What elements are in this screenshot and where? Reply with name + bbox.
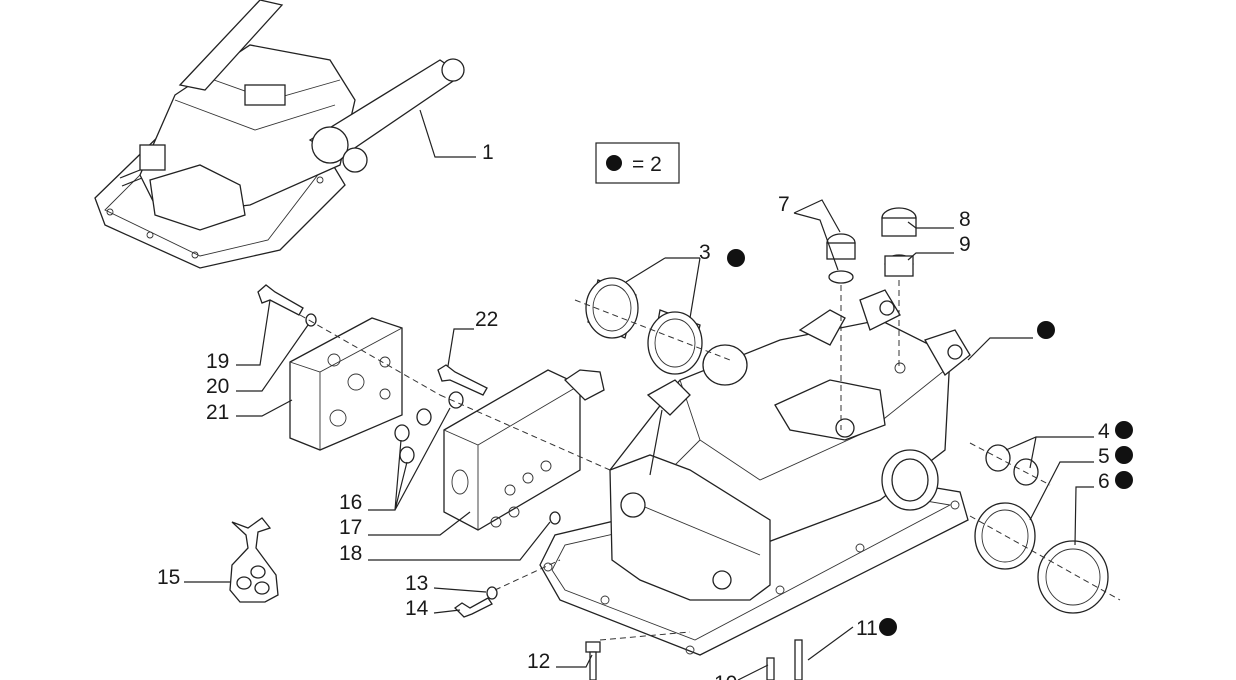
legend-text: = 2 bbox=[632, 153, 662, 176]
callout-1: 1 bbox=[482, 141, 494, 164]
callout-21: 21 bbox=[206, 401, 229, 424]
callout-7: 7 bbox=[778, 193, 790, 216]
housing-dot-icon bbox=[1037, 321, 1055, 339]
callout-8: 8 bbox=[959, 208, 971, 231]
bolts-and-studs bbox=[453, 559, 803, 680]
callout-5-dot-icon bbox=[1115, 446, 1133, 464]
assembly-overview-drawing bbox=[94, 0, 476, 269]
bushing-set-4-5-6 bbox=[969, 442, 1121, 614]
callout-16: 16 bbox=[339, 491, 362, 514]
callout-4: 4 bbox=[1098, 420, 1110, 443]
callout-12: 12 bbox=[527, 650, 550, 673]
callout-labels: 1 3 4 5 6 7 8 9 10 11 12 13 14 15 16 17 … bbox=[157, 141, 1133, 680]
callout-4-dot-icon bbox=[1115, 421, 1133, 439]
leader-lines bbox=[184, 199, 1094, 680]
callout-9: 9 bbox=[959, 233, 971, 256]
callout-6: 6 bbox=[1098, 470, 1110, 493]
callout-20: 20 bbox=[206, 375, 229, 398]
callout-19: 19 bbox=[206, 350, 229, 373]
callout-11: 11 bbox=[856, 617, 878, 640]
callout-18: 18 bbox=[339, 542, 362, 565]
legend-dot-icon bbox=[606, 155, 622, 171]
callout-13: 13 bbox=[405, 572, 428, 595]
callout-3: 3 bbox=[699, 241, 711, 264]
callout-11-dot-icon bbox=[879, 618, 897, 636]
legend-box: = 2 bbox=[595, 142, 680, 184]
callout-6-dot-icon bbox=[1115, 471, 1133, 489]
callout-14: 14 bbox=[405, 597, 429, 620]
callout-3-dot-icon bbox=[727, 249, 745, 267]
bushing-pair-3 bbox=[574, 277, 731, 375]
hardware-bag-15 bbox=[229, 517, 279, 603]
callout-10: 10 bbox=[714, 672, 737, 680]
callout-17: 17 bbox=[339, 516, 362, 539]
callout-22: 22 bbox=[475, 308, 498, 331]
valve-block-parts bbox=[257, 284, 611, 531]
main-housing-drawing bbox=[539, 289, 971, 656]
plugs-7-8-9 bbox=[826, 207, 917, 430]
callout-5: 5 bbox=[1098, 445, 1110, 468]
callout-15: 15 bbox=[157, 566, 180, 589]
